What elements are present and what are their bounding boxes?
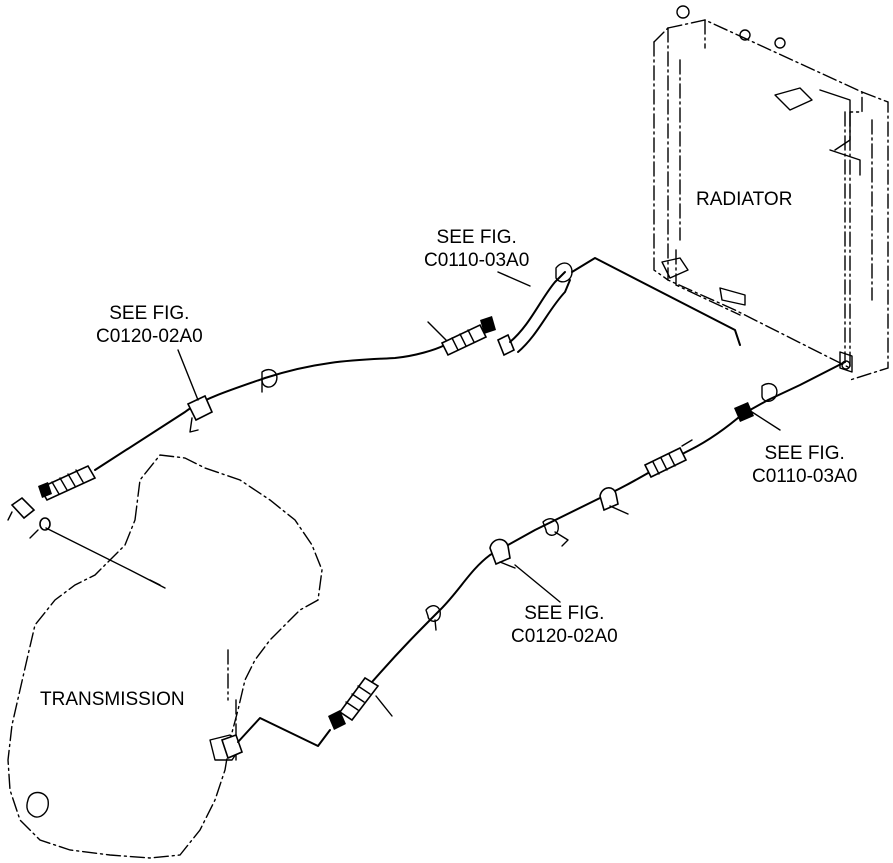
transmission-label: TRANSMISSION (40, 689, 185, 710)
upper-oil-line (7, 257, 741, 539)
see-fig-callout-upper-left[interactable]: SEE FIG. C0120-02A0 (96, 302, 203, 348)
figure-reference: C0120-02A0 (511, 626, 618, 647)
lower-oil-line (220, 361, 846, 760)
radiator-outline (653, 5, 889, 381)
figure-reference: C0110-03A0 (424, 250, 530, 271)
figure-reference: C0120-02A0 (96, 326, 203, 347)
see-fig-text: SEE FIG. (109, 303, 190, 324)
see-fig-callout-right[interactable]: SEE FIG. C0110-03A0 (752, 442, 857, 488)
see-fig-callout-lower-mid[interactable]: SEE FIG. C0120-02A0 (511, 602, 618, 648)
see-fig-text: SEE FIG. (436, 227, 517, 248)
figure-reference: C0110-03A0 (752, 466, 858, 487)
radiator-label: RADIATOR (696, 189, 793, 210)
see-fig-text: SEE FIG. (764, 443, 845, 464)
see-fig-callout-upper-mid[interactable]: SEE FIG. C0110-03A0 (424, 226, 529, 272)
transmission-outline (7, 454, 323, 859)
see-fig-text: SEE FIG. (524, 603, 605, 624)
callout-leaders (45, 271, 781, 603)
